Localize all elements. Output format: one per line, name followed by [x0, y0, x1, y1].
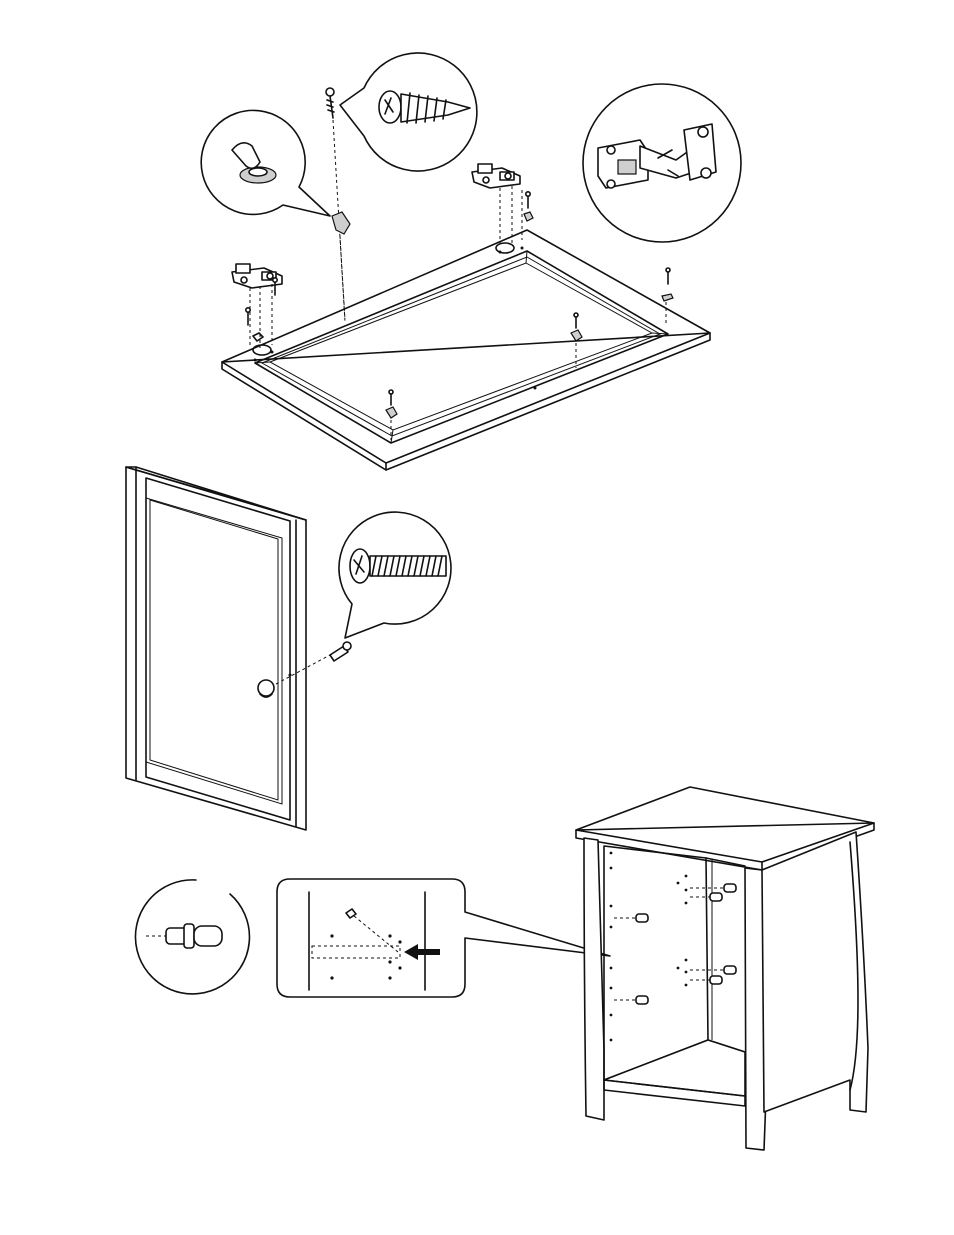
knob-bolt — [330, 642, 351, 661]
door-panel-perspective — [222, 230, 710, 470]
shelf-pin-holes — [610, 852, 688, 1042]
cabinet-carcass — [576, 787, 874, 1150]
wing-stopper — [332, 212, 350, 320]
wing-stopper-callout — [201, 110, 330, 216]
pin-hole-detail — [277, 879, 610, 997]
door-panel-front — [126, 467, 306, 830]
wood-screw-callout — [340, 53, 477, 171]
door-knob-assembly — [126, 467, 451, 830]
door-hinge-assembly — [201, 53, 741, 470]
wood-screw — [326, 88, 345, 322]
cabinet-shelf-pins — [614, 884, 736, 1004]
shelf-pin-icon — [146, 924, 222, 948]
cabinet-hinge-callout — [583, 84, 741, 242]
shelf-pin-insertion — [135, 787, 874, 1150]
shelf-pin-callout — [135, 880, 249, 994]
knob-bolt-callout — [339, 512, 451, 638]
